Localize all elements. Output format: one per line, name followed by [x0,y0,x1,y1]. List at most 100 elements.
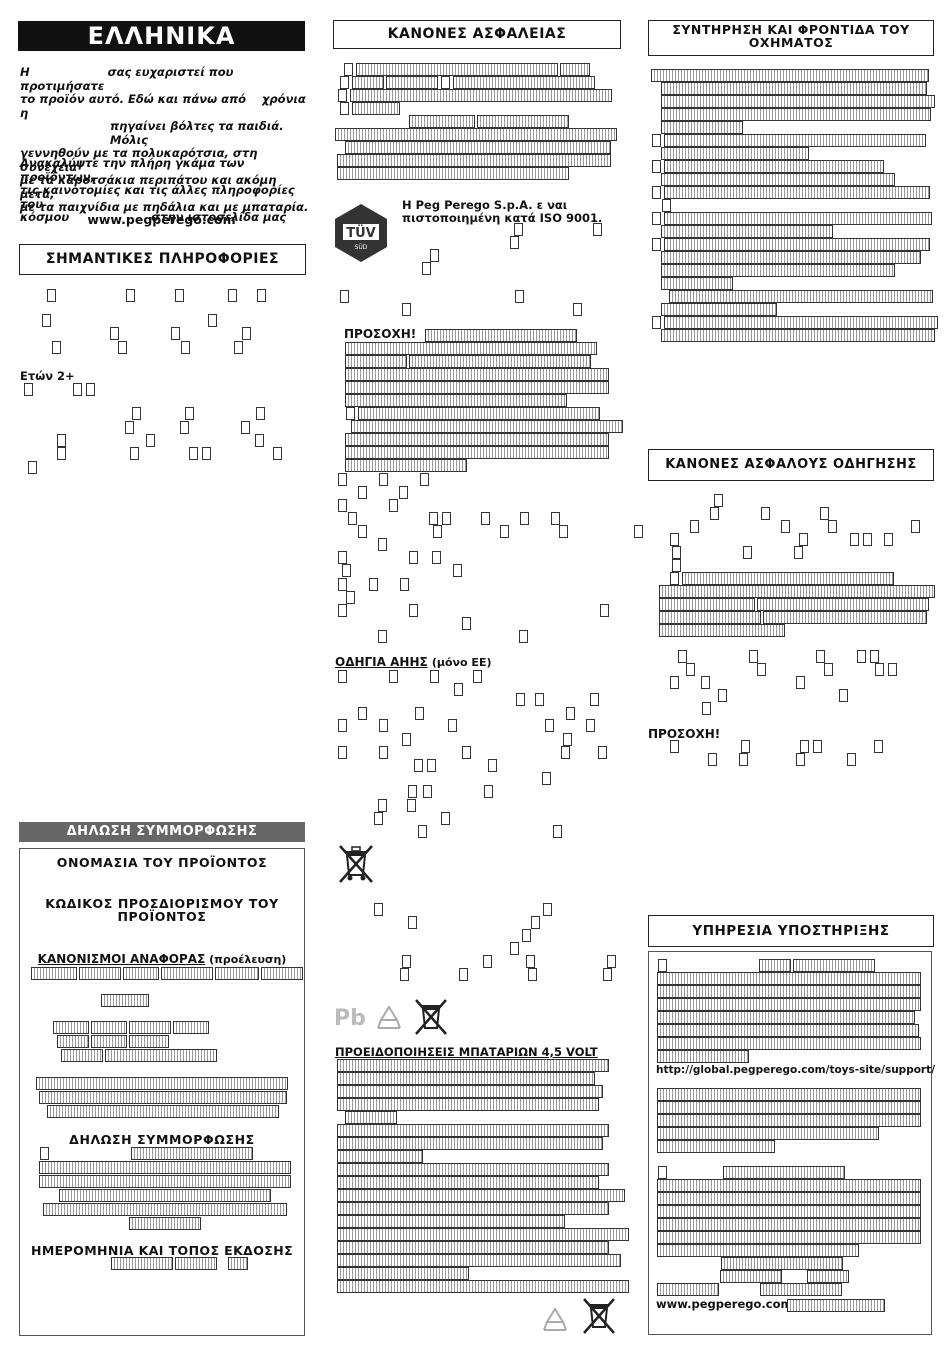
support-url-link[interactable]: http://global.pegperego.com/toys-site/su… [656,1064,935,1076]
cert-glyph-row [512,222,604,236]
safe-driving-title: ΚΑΝΟΝΕΣ ΑΣΦΑΛΟΥΣ ΟΔΗΓΗΣΗΣ [648,449,934,481]
maintenance-glyph-row [650,185,931,200]
recycle-icon [374,1004,404,1034]
weee-glyph-row [398,967,614,981]
maintenance-title: ΣΥΝΤΗΡΗΣΗ ΚΑΙ ΦΡΟΝΤΙΔΑ ΤΟΥ ΟΧΗΜΑΤΟΣ [648,20,934,56]
support-glyph-row [656,997,922,1012]
support-glyph-row [656,1049,750,1064]
battery-glyph-row [336,1058,610,1073]
maintenance-glyph-row [650,211,933,226]
support-glyph-row [656,1178,922,1193]
warning-glyph-row [336,577,411,591]
safety-glyph-row [344,140,612,155]
warning-glyph-row [336,472,431,486]
weee-glyph-row [406,915,542,929]
warning-glyph-row [460,616,473,630]
reference-rules-label: ΚΑΝΟΝΙΣΜΟΙ ΑΝΑΦΟΡΑΣ (προέλευση) [37,952,287,966]
rules-glyph-row [30,966,304,981]
safety-glyph-row [336,153,612,168]
age-glyph-row [22,382,97,396]
weee-glyph-row [400,732,574,746]
warning-label-col2: ΠΡΟΣΟΧΗ! [344,327,417,341]
driving-glyph-row [670,558,683,572]
rules-glyph-row [35,1076,289,1091]
declaration-glyph-row [38,1146,254,1161]
battery-glyph-row [336,1279,630,1294]
safety-glyph-row [334,127,618,142]
driving-glyph-row [658,584,936,599]
maintenance-glyph-row [650,315,939,330]
support-box [648,951,932,1335]
maintenance-glyph-row [660,250,922,265]
support-glyph-row [656,1036,922,1051]
weee-glyph-row [344,692,601,706]
svg-text:TÜV: TÜV [346,225,376,241]
weee-glyph-row [336,669,484,683]
support-glyph-row [656,1100,922,1115]
crossed-out-bin-icon [580,1296,618,1336]
driving-glyph-row [676,649,881,663]
warning-glyph-row [344,445,610,460]
important-glyph-row [40,313,219,327]
maintenance-glyph-row [650,237,931,252]
weee-title: ΟΔΗΓΙΑ ΑΗΗΣ (μόνο ΕΕ) [335,655,492,669]
battery-warnings-title: ΠΡΟΕΙΔΟΠΟΙΗΣΕΙΣ ΜΠΑΤΑΡΙΩΝ 4,5 VOLT [335,1045,598,1059]
support-glyph-row [656,1282,843,1297]
warning-glyph-row [336,498,400,512]
discover-paragraph: Ανακαλύψτε την πλήρη γκάμα των προϊόντων… [20,156,295,224]
maintenance-glyph-row [668,289,934,304]
maintenance-glyph-row [660,302,778,317]
rules-glyph-row [56,1034,170,1049]
language-title: ΕΛΛΗΝΙΚΑ [18,21,305,51]
support-glyph-row [786,1298,886,1313]
support-glyph-row [656,1139,776,1154]
support-glyph-row [656,1191,922,1206]
driving-glyph-row [708,506,831,520]
age-glyph-row [55,420,252,434]
support-glyph-row [720,1256,844,1271]
battery-glyph-row [336,1266,470,1281]
weee-glyph-row [356,706,577,720]
battery-glyph-row [336,1136,604,1151]
driving-glyph-row [668,532,895,546]
weee-glyph-row [416,824,564,838]
cert-glyph-row [338,289,526,303]
battery-glyph-row [336,1201,610,1216]
product-name-label: ΟΝΟΜΑΣΙΑ ΤΟΥ ΠΡΟΪΟΝΤΟΣ [56,855,268,870]
warning-glyph-row [344,341,598,356]
warning-glyph-row [336,603,611,617]
support-website-link[interactable]: www.pegperego.com [656,1297,793,1311]
support-glyph-row [656,1269,850,1284]
battery-glyph-row [336,1084,604,1099]
weee-glyph-row [520,928,533,942]
rules-glyph-row [46,1104,280,1119]
weee-glyph-row [372,902,554,916]
important-glyph-row [35,288,268,302]
maintenance-glyph-row [660,107,932,122]
driving-glyph-row [658,597,930,612]
safety-glyph-row [342,62,591,77]
support-glyph-row [656,971,922,986]
warning-glyph-row [356,524,645,538]
website-link[interactable]: www.pegperego.com [87,212,236,227]
weee-glyph-row [336,718,597,732]
support-glyph-row [656,1165,846,1180]
svg-text:SÜD: SÜD [355,244,368,251]
support-glyph-row [656,1023,920,1038]
age-label: Ετών 2+ [20,369,75,383]
safety-glyph-row [408,114,570,129]
battery-glyph-row [336,1149,424,1164]
cert-glyph-row [420,261,433,275]
driving-glyph-row [658,623,786,638]
safety-rules-title: ΚΑΝΟΝΕΣ ΑΣΦΑΛΕΙΑΣ [333,20,621,49]
warning-glyph-row [350,419,624,434]
weee-glyph-row [508,941,521,955]
battery-glyph-row [344,1110,398,1125]
maintenance-glyph-row [650,133,927,148]
declaration-glyph-row [128,1216,202,1231]
age-glyph-row [55,433,266,447]
maintenance-glyph-row [660,224,834,239]
driving-glyph-row [668,675,807,689]
weee-glyph-row [336,745,609,759]
